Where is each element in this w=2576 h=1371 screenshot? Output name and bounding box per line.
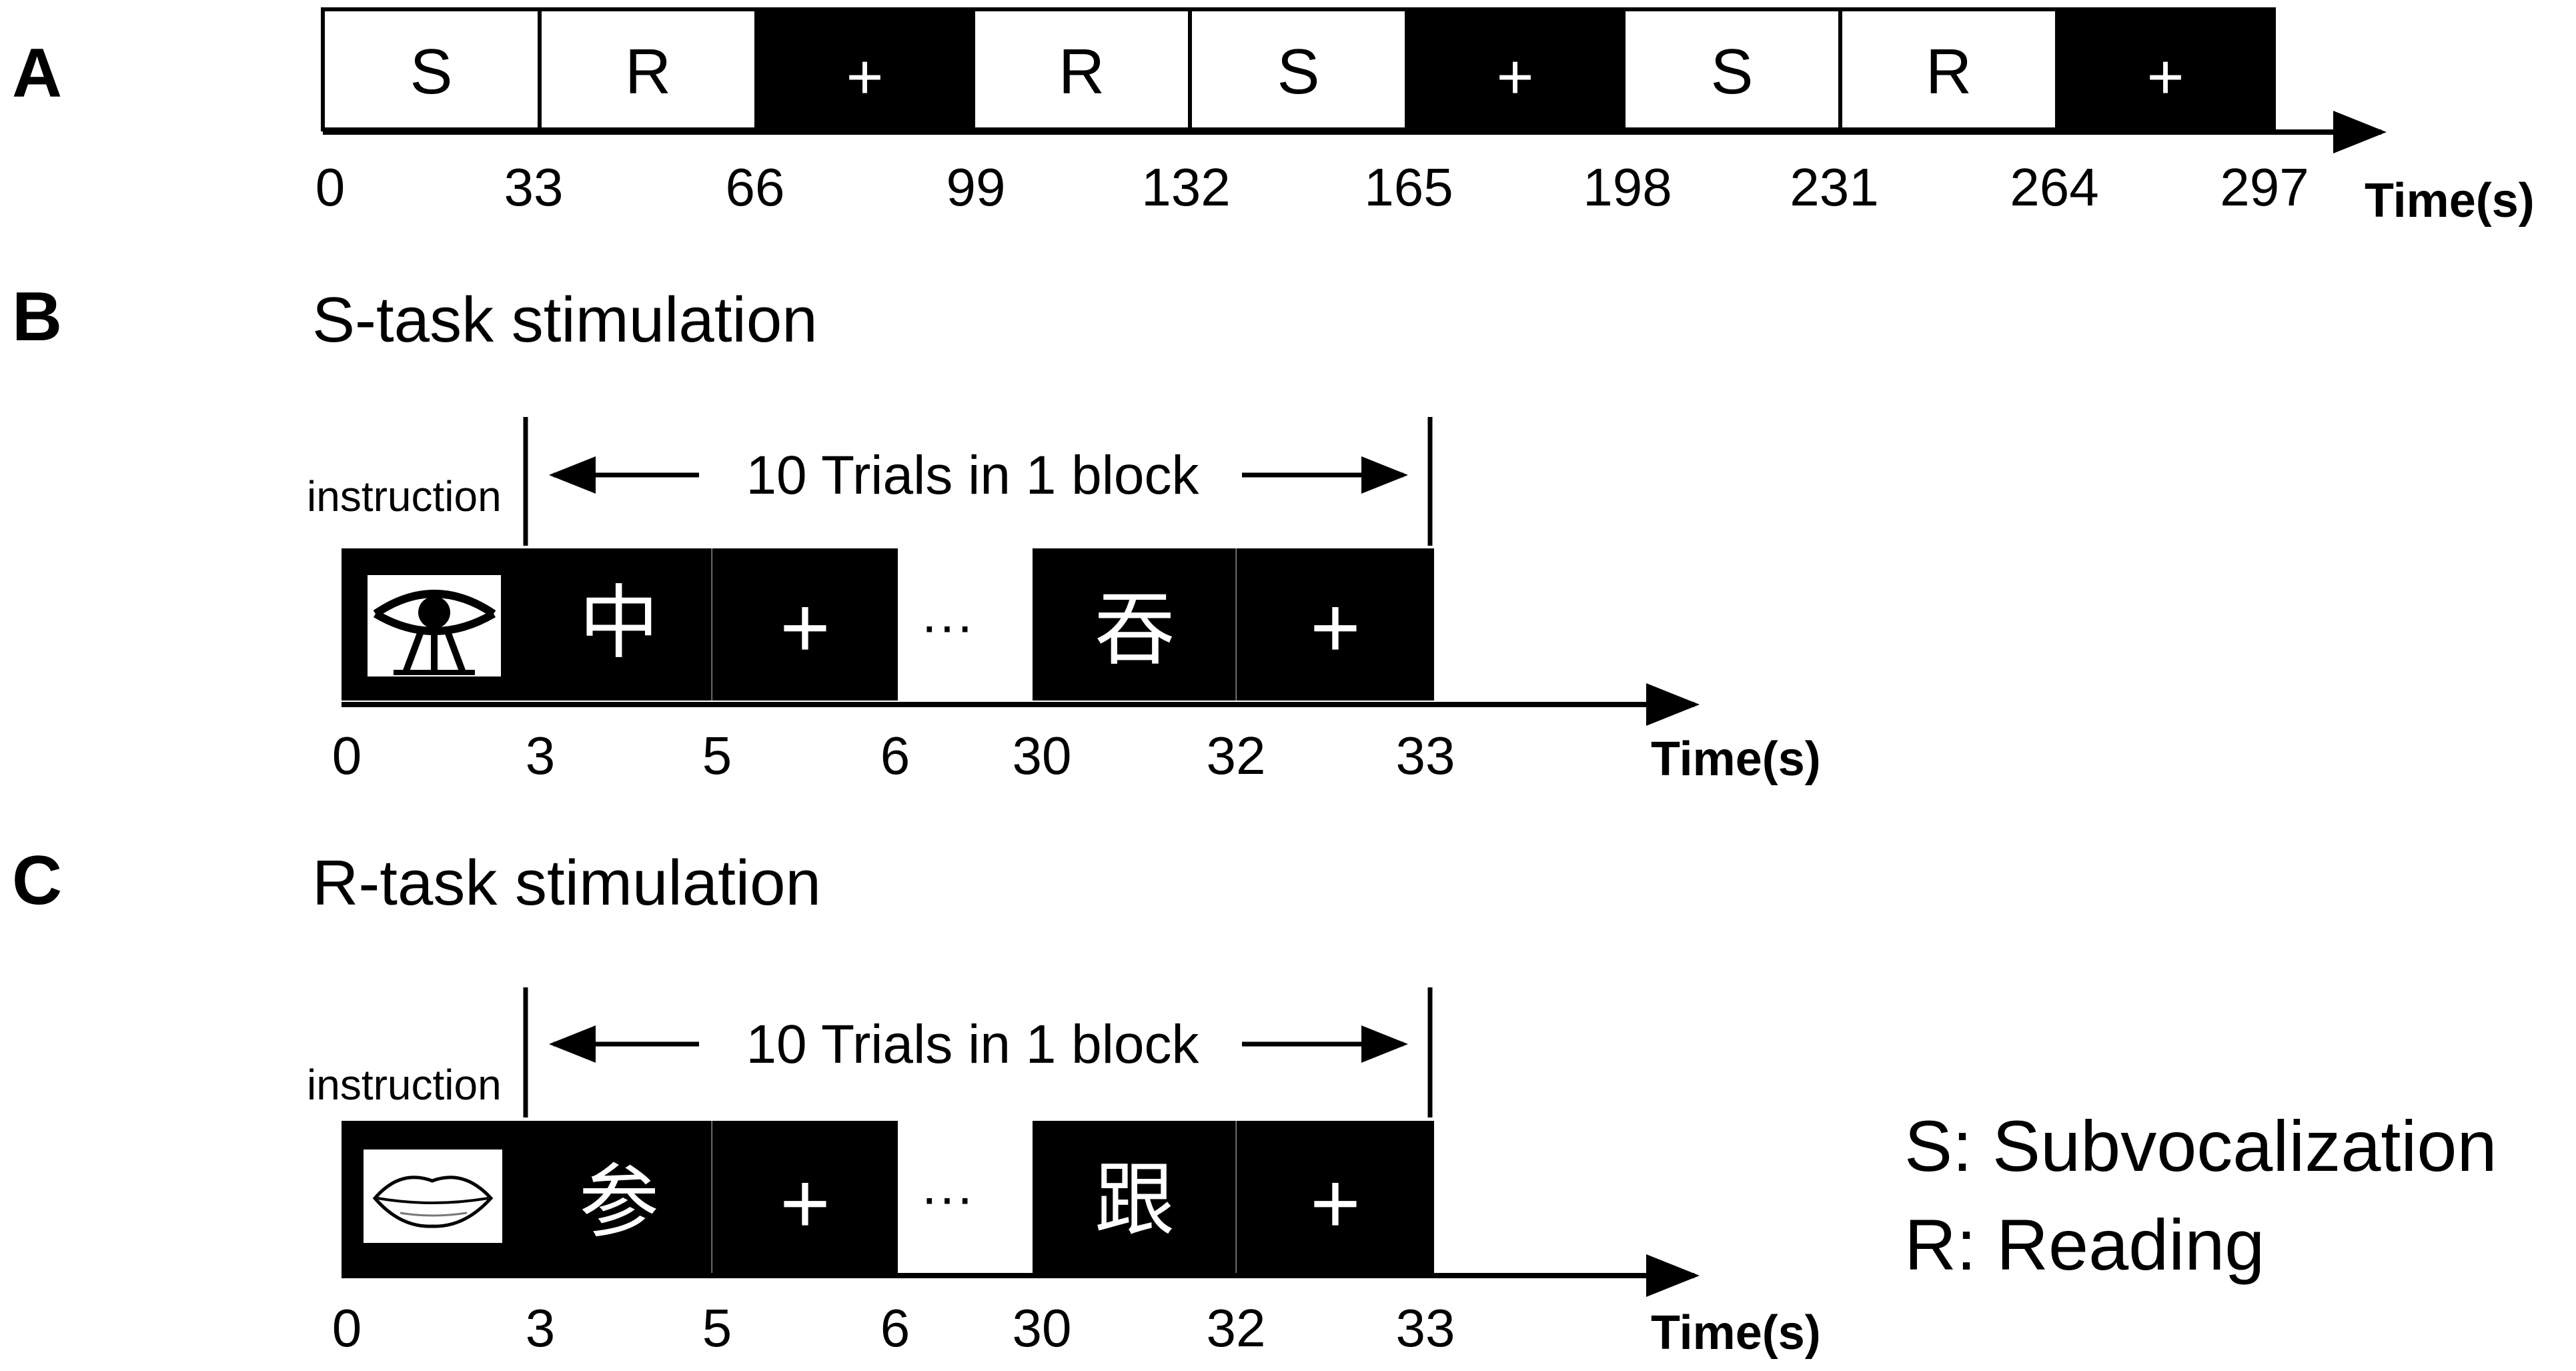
panel-c-fixation-block-1 (712, 1121, 898, 1273)
panel-a-block-label-5: S (1277, 36, 1319, 107)
panel-a-tick-0: 0 (315, 157, 346, 217)
panel-a-block-label-3: + (846, 41, 883, 113)
panel-b-title: S-task stimulation (312, 284, 818, 356)
panel-b-trials-label: 10 Trials in 1 block (746, 445, 1199, 506)
panel-a-tick-264: 264 (2010, 157, 2098, 217)
panel-a-letter: A (12, 35, 62, 112)
panel-c-letter: C (12, 842, 62, 919)
panel-a-block-label-7: S (1710, 36, 1753, 107)
panel-a-tick-198: 198 (1583, 157, 1672, 217)
panel-c-time-unit: Time(s) (1651, 1306, 1821, 1360)
panel-c-fixation-cross-2: + (1310, 1154, 1361, 1252)
panel-b-fixation-cross-1: + (780, 578, 830, 676)
legend-subvocalization: S: Subvocalization (1904, 1105, 2497, 1186)
panel-b-stimulus-char-2: 吞 (1095, 584, 1175, 676)
panel-a-block-label-1: S (410, 36, 452, 107)
panel-b-letter: B (12, 278, 62, 356)
panel-a-block-8 (1838, 7, 2059, 131)
panel-a-block-label-4: R (1059, 36, 1105, 107)
panel-b-stimulus-block-1 (526, 548, 712, 701)
panel-a-tick-labels: 0 33 66 99 132 165 198 231 264 297 (315, 157, 2309, 217)
panel-b-tick-labels: 0 3 5 6 30 32 33 (332, 726, 1455, 785)
panel-c-fixation-cross-1: + (780, 1154, 830, 1252)
panel-b-tick-0: 0 (332, 726, 362, 785)
panel-a-tick-165: 165 (1364, 157, 1453, 217)
panel-b-tick-3: 3 (526, 726, 556, 785)
panel-a: A S R + R S + S R + 0 33 66 99 132 165 198 231 264 297 Ti… (12, 7, 2535, 227)
panel-b-stimulus-char-1: 中 (579, 577, 659, 670)
panel-a-block-label-6: + (1496, 41, 1533, 113)
panel-b-tick-6: 6 (880, 726, 910, 785)
panel-c-trials-label: 10 Trials in 1 block (746, 1014, 1199, 1075)
panel-b-tick-30: 30 (1013, 726, 1072, 785)
panel-c: C R-task stimulation instruction 10 Tria… (12, 842, 1821, 1360)
panel-c-fixation-block-2 (1237, 1121, 1434, 1273)
panel-c-title: R-task stimulation (312, 847, 821, 919)
panel-a-blocks: S R + R S + S R + (321, 7, 2276, 131)
panel-b-tick-33: 33 (1396, 726, 1455, 785)
legend-reading: R: Reading (1904, 1204, 2265, 1285)
panel-c-stimulus-block-2 (1033, 1121, 1237, 1273)
panel-b-time-unit: Time(s) (1651, 733, 1821, 786)
panel-a-time-unit: Time(s) (2365, 174, 2535, 227)
panel-c-tick-0: 0 (332, 1298, 362, 1358)
panel-b-tick-5: 5 (702, 726, 732, 785)
panel-c-tick-32: 32 (1207, 1298, 1266, 1358)
panel-b-fixation-block-2 (1237, 548, 1434, 701)
panel-c-instruction-label: instruction (307, 1061, 502, 1109)
panel-a-block-label-2: R (625, 36, 671, 107)
panel-b: B S-task stimulation instruction 10 Tria… (12, 278, 1821, 786)
panel-c-tick-5: 5 (702, 1298, 732, 1358)
panel-c-stimulus-block-1 (526, 1121, 712, 1273)
panel-a-block-2 (538, 7, 758, 131)
panel-a-tick-231: 231 (1790, 157, 1878, 217)
panel-c-ellipsis: ··· (920, 1168, 974, 1227)
panel-c-tick-3: 3 (526, 1298, 556, 1358)
panel-c-stimulus-char-1: 参 (579, 1156, 659, 1249)
panel-b-tick-32: 32 (1207, 726, 1266, 785)
panel-a-block-label-8: R (1926, 36, 1972, 107)
panel-c-tick-30: 30 (1013, 1298, 1072, 1358)
panel-c-tick-33: 33 (1396, 1298, 1455, 1358)
eye-icon (368, 575, 501, 676)
panel-b-instruction-label: instruction (307, 472, 502, 520)
panel-c-stimulus-char-2: 跟 (1095, 1154, 1175, 1247)
panel-a-block-1 (321, 7, 542, 131)
panel-c-tick-labels: 0 3 5 6 30 32 33 (332, 1298, 1455, 1358)
panel-b-stimulus-block-2 (1033, 548, 1237, 701)
panel-b-fixation-cross-2: + (1310, 578, 1361, 676)
panel-b-fixation-block-1 (712, 548, 898, 701)
legend: S: Subvocalization R: Reading (1904, 1105, 2497, 1285)
panel-a-tick-66: 66 (726, 157, 785, 217)
panel-a-tick-132: 132 (1141, 157, 1230, 217)
panel-a-tick-297: 297 (2220, 157, 2309, 217)
panel-c-tick-6: 6 (880, 1298, 910, 1358)
panel-a-tick-99: 99 (946, 157, 1006, 217)
panel-a-block-6 (1405, 7, 1626, 131)
panel-a-block-label-9: + (2146, 41, 2184, 113)
panel-b-ellipsis: ··· (920, 596, 974, 655)
panel-a-tick-33: 33 (504, 157, 564, 217)
lips-icon (364, 1150, 502, 1243)
